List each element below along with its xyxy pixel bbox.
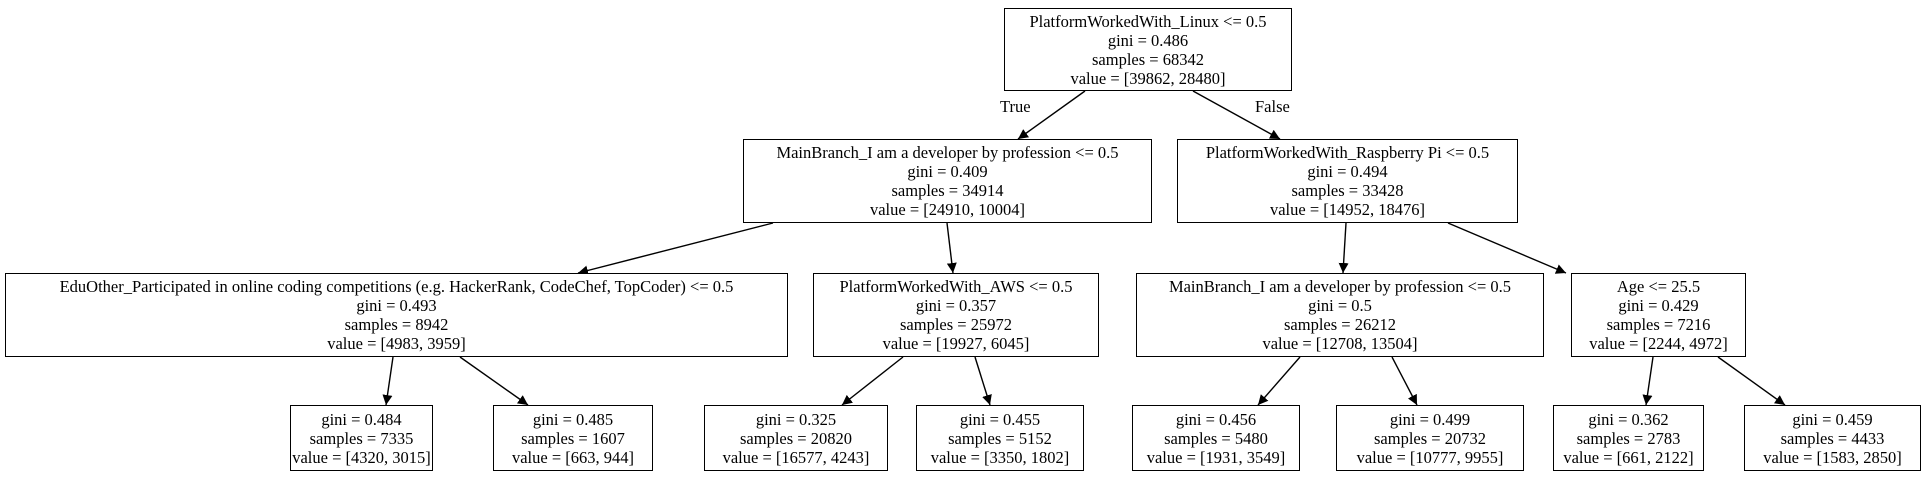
edge-n0-n2	[1192, 90, 1281, 140]
node-text-line: samples = 34914	[891, 181, 1004, 200]
node-text-line: samples = 7335	[309, 428, 414, 448]
node-text-line: gini = 0.362	[1588, 409, 1669, 429]
edge-n4-n10	[974, 356, 992, 406]
edge-n3-n8	[459, 356, 529, 406]
node-text-line: value = [12708, 13504]	[1262, 334, 1418, 353]
node-text-line: gini = 0.429	[1618, 296, 1699, 315]
node-text-line: samples = 2783	[1576, 428, 1681, 448]
edge-n5-n11	[1257, 356, 1301, 406]
node-text-line: gini = 0.409	[907, 162, 988, 181]
node-text-line: samples = 8942	[344, 315, 449, 334]
node-text-line: samples = 5480	[1164, 428, 1268, 448]
node-text-line: Age <= 25.5	[1616, 277, 1701, 296]
edge-n0-n1	[1017, 90, 1086, 140]
edge-n1-n4	[946, 222, 957, 274]
node-text-line: value = [19927, 6045]	[882, 334, 1030, 353]
node-text-line: value = [3350, 1802]	[930, 447, 1070, 467]
node-text-line: value = [14952, 18476]	[1269, 200, 1426, 219]
node-text-line: gini = 0.499	[1389, 409, 1471, 429]
edge-n1-n3	[577, 222, 774, 276]
node-text-line: gini = 0.484	[321, 409, 402, 429]
node-text-line: samples = 68342	[1092, 49, 1204, 69]
node-text-line: gini = 0.486	[1107, 30, 1189, 50]
node-text-line: samples = 25972	[900, 315, 1012, 334]
node-text-line: value = [1931, 3549]	[1146, 447, 1286, 467]
edge-n4-n9	[841, 356, 904, 406]
node-text-line: samples = 20820	[740, 428, 852, 448]
node-text-line: samples = 1607	[521, 428, 625, 448]
split-node-n5: MainBranch_I am a developer by professio…	[1136, 273, 1544, 357]
node-text-line: samples = 26212	[1284, 315, 1396, 334]
edge-n6-n13	[1642, 356, 1654, 406]
node-text-line: gini = 0.493	[356, 296, 437, 315]
node-text-line: PlatformWorkedWith_Linux <= 0.5	[1029, 11, 1267, 31]
node-text-line: value = [4983, 3959]	[327, 334, 466, 353]
edge-label-false: False	[1255, 97, 1290, 116]
node-text-line: value = [16577, 4243]	[722, 447, 870, 467]
node-text-line: EduOther_Participated in online coding c…	[59, 277, 734, 296]
edge-n2-n6	[1447, 222, 1567, 274]
node-text-line: value = [663, 944]	[511, 447, 635, 467]
node-text-line: samples = 5152	[948, 428, 1052, 448]
node-text-line: MainBranch_I am a developer by professio…	[1168, 277, 1512, 296]
node-text-line: value = [661, 2122]	[1563, 447, 1694, 467]
edge-n6-n14	[1717, 356, 1786, 406]
node-text-line: gini = 0.459	[1792, 409, 1873, 429]
node-text-line: value = [2244, 4972]	[1589, 334, 1728, 353]
edge-label-true: True	[1000, 97, 1031, 116]
node-text-line: gini = 0.456	[1175, 409, 1257, 429]
node-text-line: gini = 0.5	[1308, 296, 1372, 315]
node-text-line: MainBranch_I am a developer by professio…	[776, 143, 1119, 162]
node-text-line: gini = 0.494	[1307, 162, 1388, 181]
node-text-line: gini = 0.325	[755, 409, 837, 429]
node-text-line: samples = 7216	[1606, 315, 1711, 334]
edge-n3-n7	[382, 356, 394, 406]
node-text-line: gini = 0.485	[532, 409, 614, 429]
edge-n2-n5	[1338, 222, 1349, 274]
node-text-line: gini = 0.357	[915, 296, 997, 315]
node-text-line: PlatformWorkedWith_AWS <= 0.5	[839, 277, 1073, 296]
node-text-line: value = [1583, 2850]	[1763, 447, 1902, 467]
node-text-line: samples = 33428	[1291, 181, 1404, 200]
node-text-line: value = [10777, 9955]	[1356, 447, 1504, 467]
split-node-n3: EduOther_Participated in online coding c…	[5, 273, 788, 357]
node-text-line: gini = 0.455	[959, 409, 1041, 429]
node-text-line: samples = 4433	[1780, 428, 1885, 448]
node-text-line: value = [24910, 10004]	[869, 200, 1026, 219]
node-text-line: value = [39862, 28480]	[1070, 68, 1226, 88]
node-text-line: value = [4320, 3015]	[292, 447, 431, 467]
split-node-n1: MainBranch_I am a developer by professio…	[743, 139, 1152, 223]
node-text-line: PlatformWorkedWith_Raspberry Pi <= 0.5	[1205, 143, 1490, 162]
node-text-line: samples = 20732	[1374, 428, 1486, 448]
edge-n5-n12	[1391, 356, 1418, 406]
